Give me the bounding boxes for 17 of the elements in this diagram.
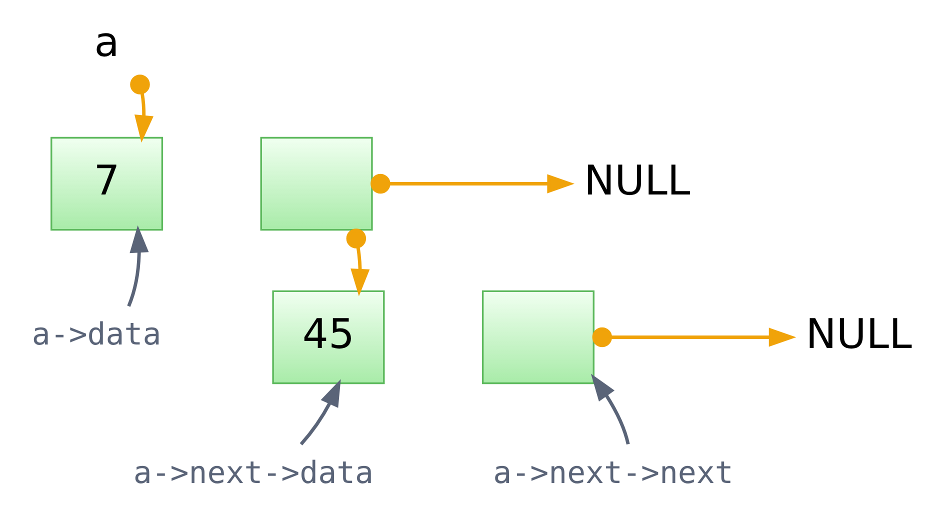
arrow bbox=[590, 374, 630, 445]
node-text: NULL bbox=[806, 310, 912, 358]
node-box bbox=[482, 290, 594, 384]
node-box: 45 bbox=[272, 290, 385, 384]
node-text: a->next->next bbox=[493, 456, 734, 491]
arrow bbox=[127, 225, 149, 307]
node-text: a bbox=[94, 18, 120, 66]
arrow bbox=[346, 228, 370, 296]
arrow bbox=[370, 174, 575, 194]
arrow bbox=[592, 327, 796, 348]
arrow bbox=[300, 379, 341, 446]
node-box: 7 bbox=[50, 136, 164, 231]
node-text: a->data bbox=[32, 318, 162, 353]
node-text: NULL bbox=[584, 156, 690, 204]
arrow bbox=[130, 74, 154, 143]
node-text: a->next->data bbox=[133, 456, 374, 491]
node-box bbox=[260, 136, 373, 231]
